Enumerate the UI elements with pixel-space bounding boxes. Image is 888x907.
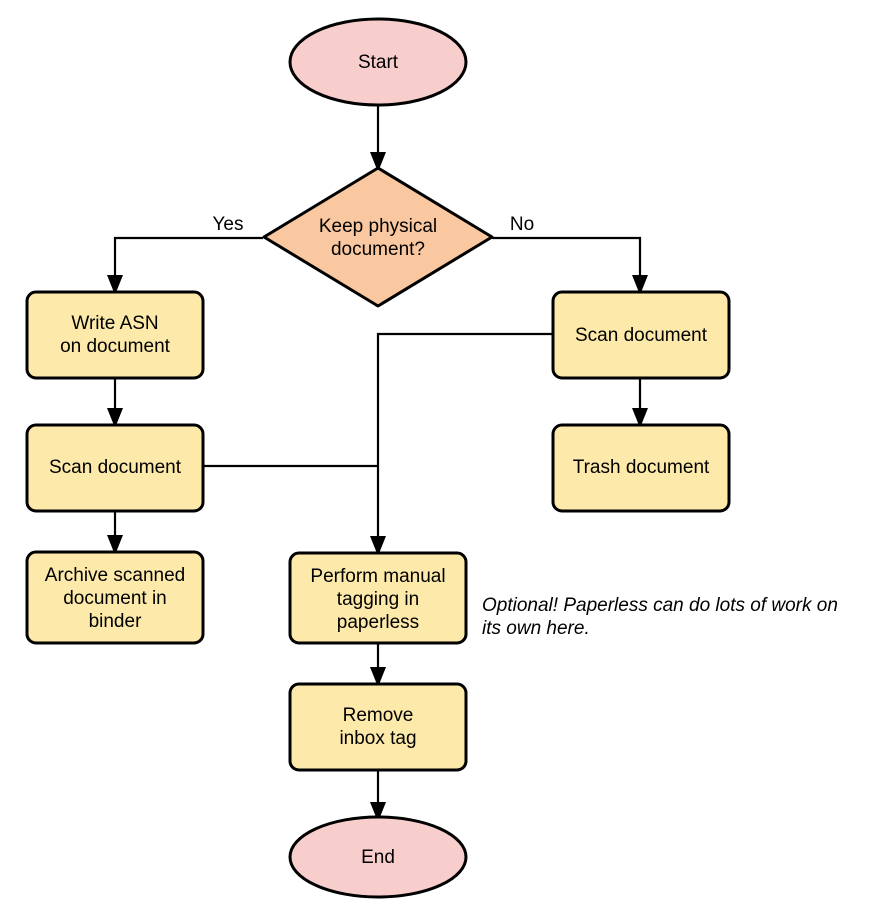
node-scan-document-right[interactable]: Scan document [551,290,731,380]
edge-decision-yes-to-write-asn [107,236,263,295]
arrowhead-icon [370,667,386,687]
node-scan-left-shape[interactable] [25,423,205,513]
node-end-label: End [361,847,395,868]
node-scan-right-label: Scan document [575,325,708,346]
edge-label-no: No [510,214,534,235]
node-archive-scanned-document[interactable]: Archive scanned document in binder [25,550,205,645]
node-decision-shape[interactable] [262,166,494,308]
node-start-shape[interactable] [288,17,468,107]
node-scan-left-label: Scan document [49,457,182,478]
node-tagging-label-line3: paperless [337,612,419,633]
arrowhead-icon [370,802,386,822]
node-trash-document[interactable]: Trash document [551,423,731,513]
node-archive-label-line3: binder [89,611,142,632]
node-write-asn-label-line2: on document [60,336,171,357]
edge-tagging-to-remove-inbox [370,643,386,687]
node-tagging-label-line1: Perform manual [310,566,445,587]
arrowhead-icon [632,408,648,428]
node-remove-inbox-label-line1: Remove [343,705,414,726]
edge-line [376,332,552,544]
node-write-asn-shape[interactable] [25,290,205,380]
node-write-asn[interactable]: Write ASN on document [25,290,205,380]
arrowhead-icon [107,535,123,555]
node-scan-right-shape[interactable] [551,290,731,380]
edge-remove-inbox-to-end [370,770,386,822]
node-decision-label-line1: Keep physical [319,216,437,237]
node-remove-inbox-tag[interactable]: Remove inbox tag [288,682,468,772]
edge-line [492,236,642,283]
node-scan-document-left[interactable]: Scan document [25,423,205,513]
node-write-asn-label-line1: Write ASN [71,313,158,334]
node-archive-label-line2: document in [63,588,167,609]
node-trash-shape[interactable] [551,423,731,513]
annotation-line1: Optional! Paperless can do lots of work … [482,595,838,616]
node-end-shape[interactable] [288,815,468,899]
arrowhead-icon [370,152,386,172]
edge-write-asn-to-scan-left [107,378,123,428]
node-perform-manual-tagging[interactable]: Perform manual tagging in paperless [288,551,468,645]
arrowhead-icon [370,536,386,556]
node-decision-label-line2: document? [331,239,425,260]
node-end[interactable]: End [288,815,468,899]
node-archive-label-line1: Archive scanned [45,565,185,586]
node-start[interactable]: Start [288,17,468,107]
annotation-line2: its own here. [482,618,590,639]
edge-label-yes: Yes [213,214,244,235]
edge-scan-right-to-trash [632,378,648,428]
edge-scan-left-to-archive [107,511,123,555]
edge-start-to-decision [370,105,386,172]
node-tagging-label-line2: tagging in [337,589,419,610]
arrowhead-icon [107,275,123,295]
node-start-label: Start [358,52,399,73]
node-keep-physical-document-decision[interactable]: Keep physical document? [262,166,494,308]
edge-decision-no-to-scan-right [492,236,648,295]
node-archive-shape[interactable] [25,550,205,645]
edge-scan-right-to-tagging [370,332,552,556]
node-remove-inbox-shape[interactable] [288,682,468,772]
annotation-optional-note: Optional! Paperless can do lots of work … [482,595,838,639]
node-remove-inbox-label-line2: inbox tag [339,728,416,749]
node-tagging-shape[interactable] [288,551,468,645]
arrowhead-icon [107,408,123,428]
edge-line [113,236,263,283]
node-trash-label: Trash document [573,457,710,478]
arrowhead-icon [632,275,648,295]
